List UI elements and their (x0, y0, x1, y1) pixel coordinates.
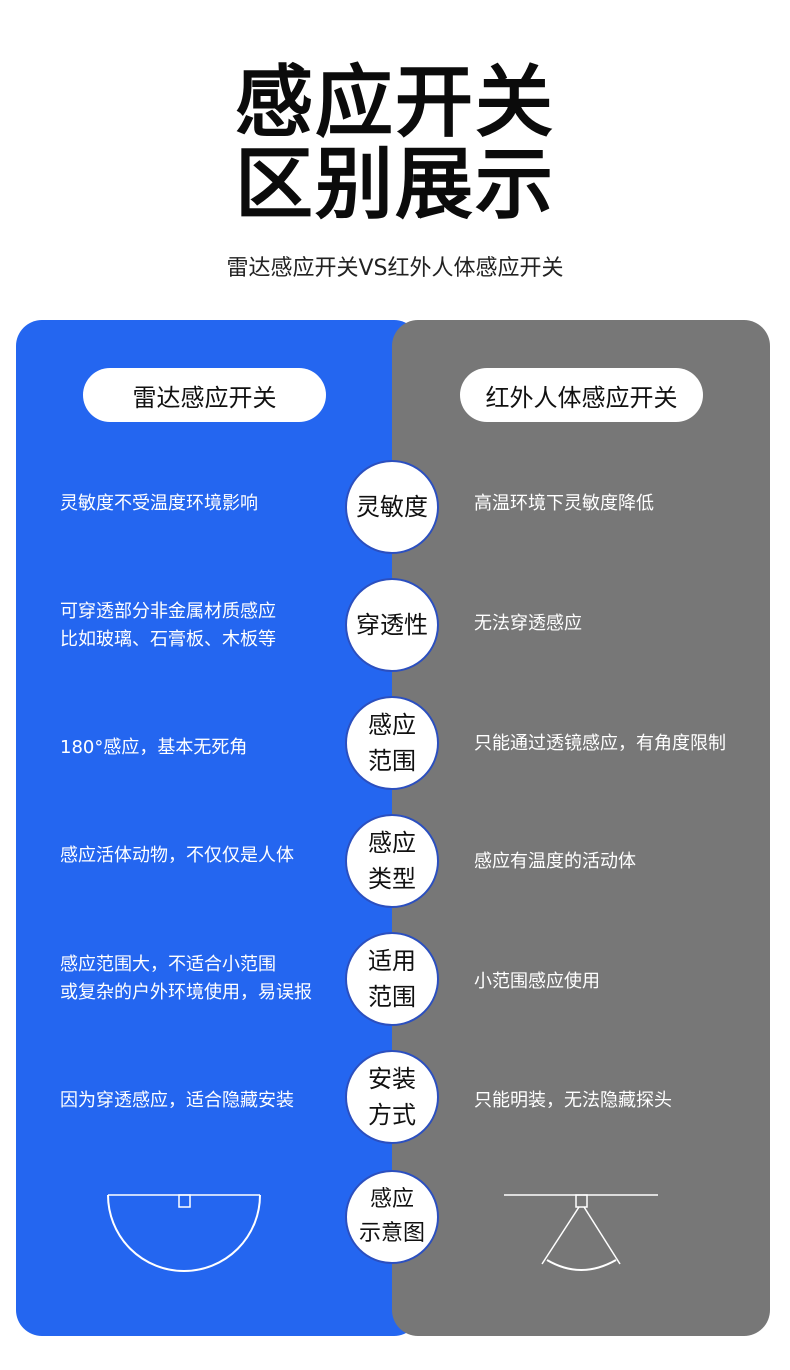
radar-penetration-text: 可穿透部分非金属材质感应 比如玻璃、石膏板、木板等 (60, 601, 276, 650)
pir-penetration-text: 无法穿透感应 (474, 613, 582, 634)
pir-panel (392, 320, 770, 1336)
pir-usage-text: 小范围感应使用 (474, 971, 600, 992)
pir-range-text: 只能通过透镜感应，有角度限制 (474, 733, 726, 754)
pir-type-text: 感应有温度的活动体 (474, 851, 636, 872)
label-usage: 适用 范围 (345, 932, 439, 1026)
radar-sensitivity-text: 灵敏度不受温度环境影响 (60, 493, 258, 514)
pir-sensitivity-text: 高温环境下灵敏度降低 (474, 493, 654, 514)
label-sensitivity: 灵敏度 (345, 460, 439, 554)
pir-coverage-diagram (504, 1194, 658, 1271)
pir-install-text: 只能明装，无法隐藏探头 (474, 1090, 672, 1111)
radar-header: 雷达感应开关 (83, 368, 326, 422)
radar-install-text: 因为穿透感应，适合隐藏安装 (60, 1090, 294, 1111)
radar-range-text: 180°感应，基本无死角 (60, 737, 248, 758)
label-penetration: 穿透性 (345, 578, 439, 672)
radar-type-text: 感应活体动物，不仅仅是人体 (60, 845, 294, 866)
page-title-line1: 感应开关 (234, 58, 555, 148)
label-range: 感应 范围 (345, 696, 439, 790)
radar-usage-text: 感应范围大，不适合小范围 或复杂的户外环境使用，易误报 (60, 954, 312, 1003)
radar-coverage-diagram (107, 1194, 261, 1272)
pir-header: 红外人体感应开关 (460, 368, 703, 422)
page-title-line2: 区别展示 (234, 140, 555, 230)
label-diagram: 感应 示意图 (345, 1170, 439, 1264)
label-install: 安装 方式 (345, 1050, 439, 1144)
page-subtitle: 雷达感应开关VS红外人体感应开关 (226, 256, 564, 281)
label-type: 感应 类型 (345, 814, 439, 908)
